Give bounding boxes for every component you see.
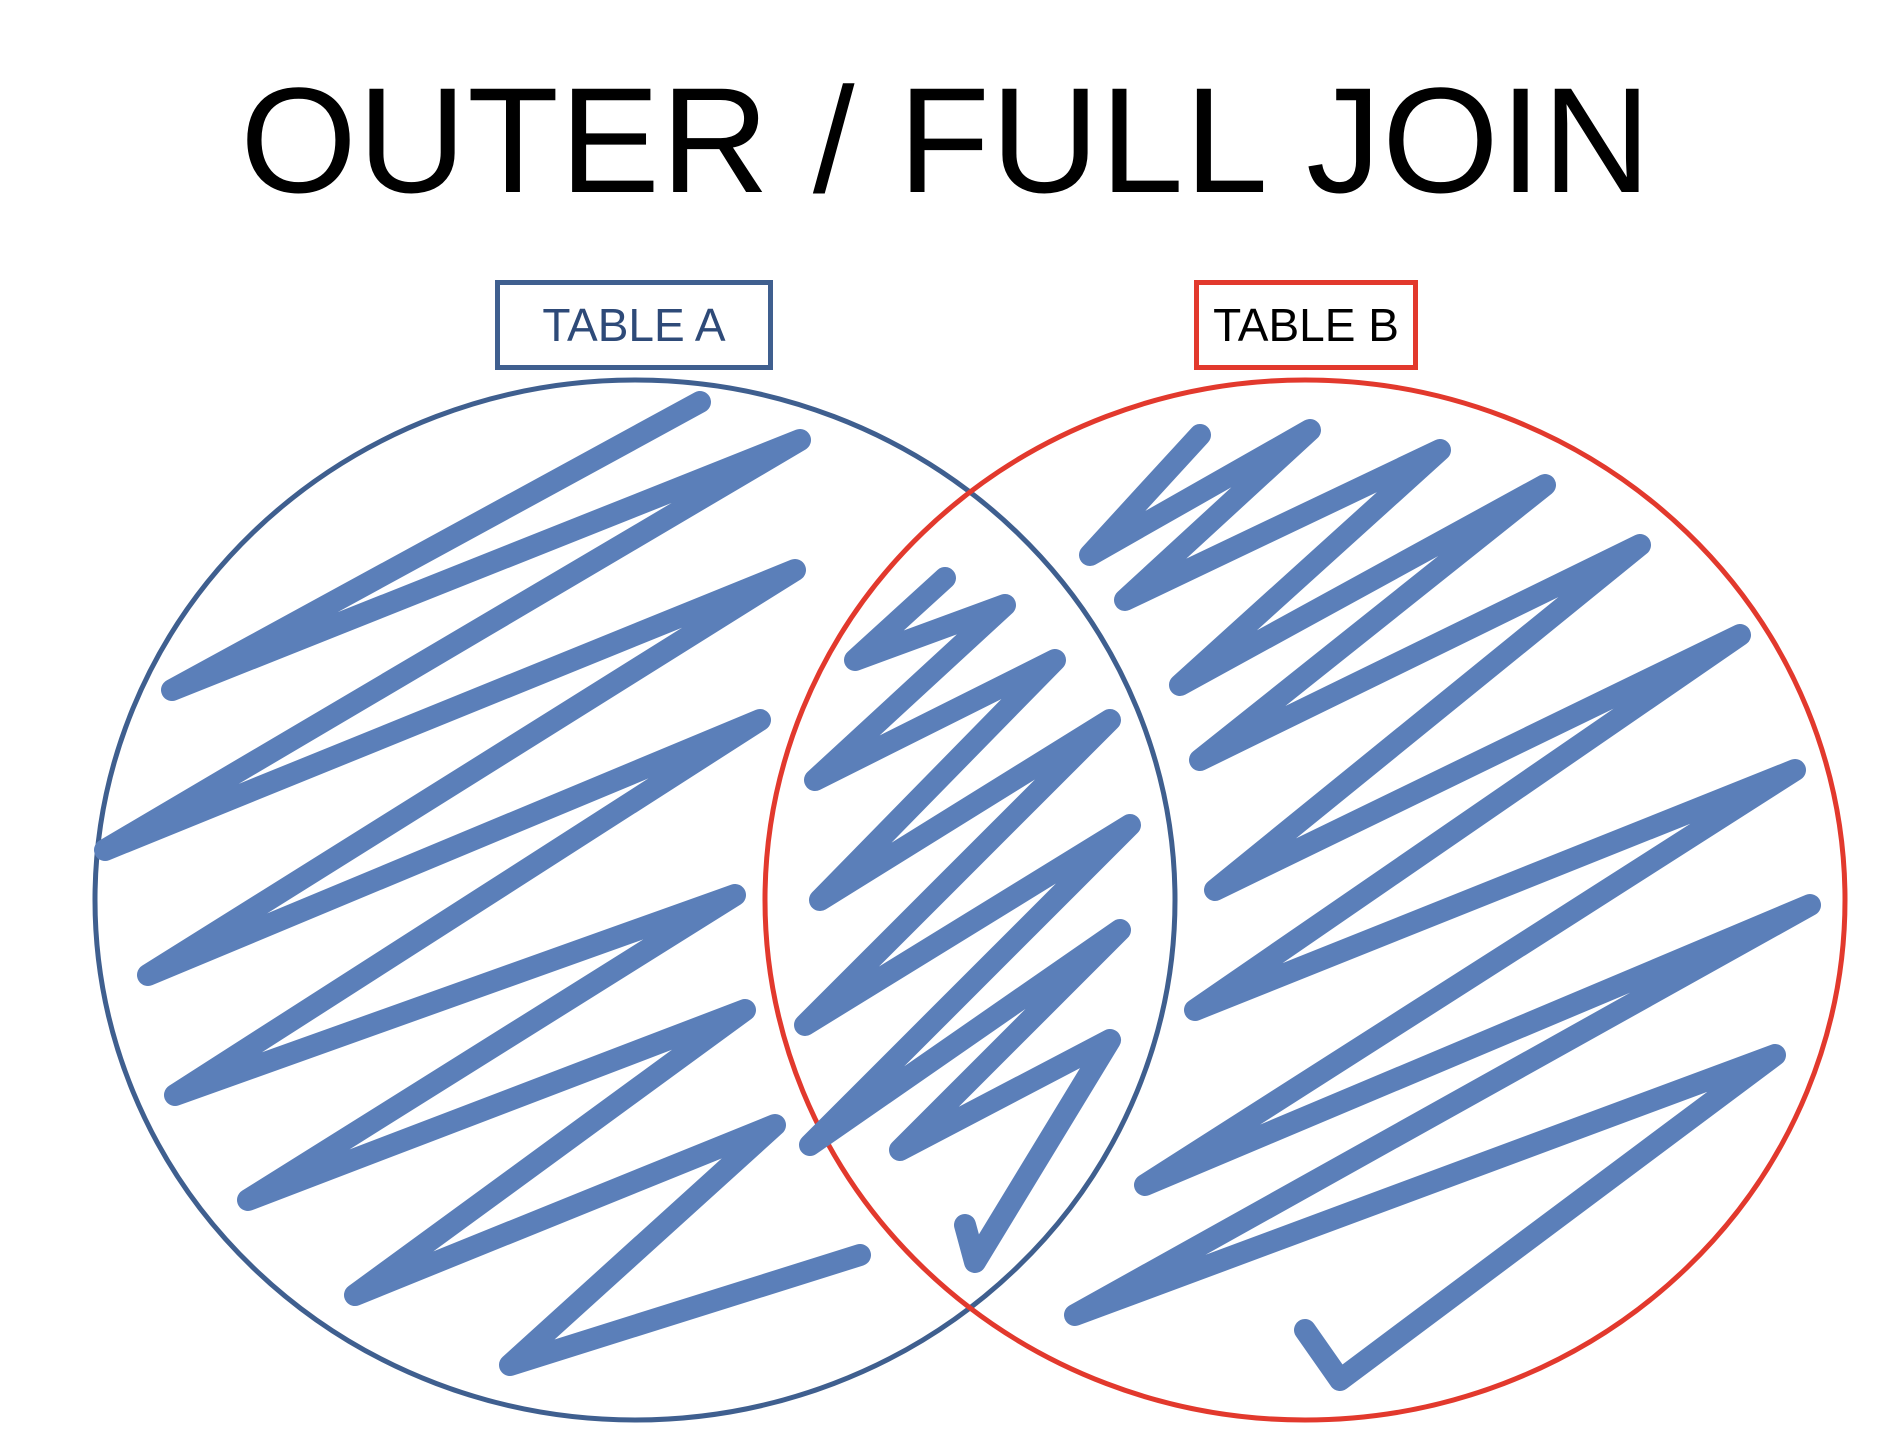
scribble-table-a	[94, 391, 871, 1376]
table-b-circle	[762, 377, 1848, 1423]
scribble-intersection	[794, 567, 1141, 1273]
scribble-table-b	[1064, 419, 1821, 1391]
table-a-label: TABLE A	[495, 280, 773, 370]
table-b-label: TABLE B	[1194, 280, 1418, 370]
table-a-circle	[92, 377, 1178, 1423]
slide-title: OUTER / FULL JOIN	[240, 56, 1652, 224]
